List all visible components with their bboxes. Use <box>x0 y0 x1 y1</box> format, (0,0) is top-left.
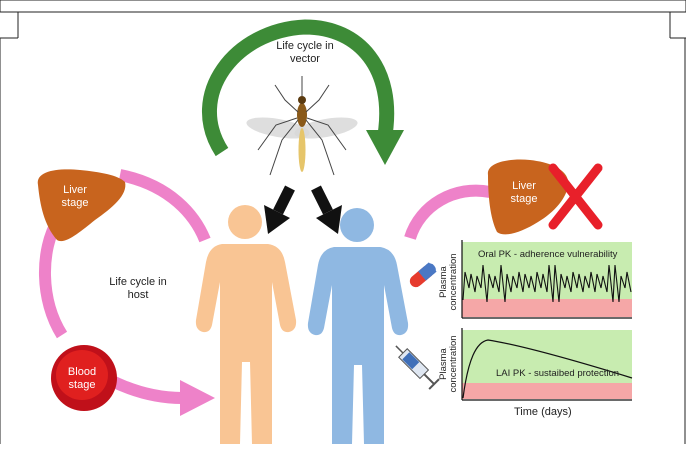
transmission-arrow-right <box>311 185 342 234</box>
blood-cell-icon <box>51 345 117 411</box>
host-arrow-bottom <box>107 374 183 404</box>
x-axis-label: Time (days) <box>514 406 572 418</box>
lai-pk-curve <box>462 339 633 399</box>
person-right <box>307 208 409 444</box>
lai-pk-label: LAI PK - sustaibed protection <box>496 368 620 379</box>
mosquito-icon <box>246 76 358 176</box>
vector-cycle-arrowhead <box>366 130 404 165</box>
blood-stage-label: Blood stage <box>67 366 97 391</box>
host-arrowhead <box>180 380 215 416</box>
top-border-band <box>0 0 686 13</box>
host-cycle-text: Life cycle in host <box>109 276 167 301</box>
y-axis-label-bottom: Plasma concentration <box>438 335 459 393</box>
liver-stage-left-label: Liver stage <box>61 184 89 209</box>
liver-stage-right-label: Liver stage <box>510 180 538 205</box>
vector-cycle-arrow <box>202 19 395 157</box>
pill-capsule-icon <box>409 262 437 288</box>
host-cycle-label: Life cycle in host <box>108 276 168 302</box>
oral-pk-label: Oral PK - adherence vulnerability <box>478 249 618 260</box>
host-arrow-top <box>118 169 211 243</box>
transmission-arrow-left <box>264 185 295 234</box>
cross-icon <box>548 163 603 230</box>
vector-cycle-text: Life cycle in vector <box>276 40 334 65</box>
lai-pk-chart <box>461 328 633 401</box>
syringe-icon <box>395 345 440 390</box>
oral-pk-chart <box>461 240 632 319</box>
liver-right-shape <box>487 159 569 235</box>
person-left <box>195 205 297 444</box>
liver-left-shape <box>37 169 126 242</box>
oral-pk-curve <box>462 264 632 303</box>
host-arrow-right <box>404 184 492 241</box>
vector-cycle-label: Life cycle in vector <box>270 40 340 66</box>
y-axis-label-top: Plasma concentration <box>438 253 459 311</box>
